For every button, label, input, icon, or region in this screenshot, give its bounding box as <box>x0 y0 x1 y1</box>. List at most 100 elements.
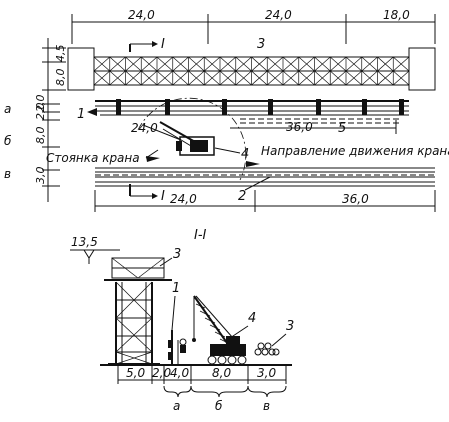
plan-callout-2: 2 <box>238 189 246 204</box>
truss-brace <box>251 70 268 86</box>
section-dim-1: 5,0 <box>126 366 145 380</box>
truss-brace <box>361 70 378 86</box>
row-letter-a: а <box>4 102 11 116</box>
zone-brackets: а б в <box>163 385 287 413</box>
top-dim-2: 24,0 <box>265 8 292 22</box>
truss-brace <box>125 56 142 72</box>
section-dim-4: 8,0 <box>212 366 231 380</box>
truss-brace <box>361 56 378 72</box>
truss-brace <box>330 70 347 86</box>
left-dim-upper: 4,5 <box>54 45 67 63</box>
row-letter-b: б <box>4 134 12 148</box>
truss-brace <box>188 70 205 86</box>
section-stack <box>254 342 280 356</box>
support-right <box>408 47 436 91</box>
section-marker-top: I <box>129 37 165 52</box>
row-dim-a2: 2,0 <box>34 103 47 121</box>
truss-brace <box>219 56 236 72</box>
truss-brace <box>298 56 315 72</box>
truss-brace <box>345 56 362 72</box>
truss-brace <box>172 56 189 72</box>
bottom-dimension-line: 24,0 36,0 <box>94 190 436 212</box>
crane-track <box>95 167 435 187</box>
row-dim-b: 8,0 <box>34 127 47 145</box>
elevation-value: 13,5 <box>71 235 98 249</box>
truss-brace <box>156 70 173 86</box>
truss-plan <box>93 56 410 86</box>
radius-dim: 24,0 <box>131 121 158 135</box>
section-view: I-I 13,5 3 <box>70 228 294 413</box>
truss-brace <box>298 70 315 86</box>
top-dim-1: 24,0 <box>128 8 155 22</box>
truss-brace <box>267 56 284 72</box>
section-callout-1: 1 <box>172 281 180 296</box>
row-dim-c: 3,0 <box>34 167 47 185</box>
truss-brace <box>219 70 236 86</box>
section-callout-3b: 3 <box>286 319 294 334</box>
section-dim-3: 4,0 <box>170 366 189 380</box>
crane-stop-label: Стоянка крана <box>46 151 140 165</box>
truss-brace <box>251 56 268 72</box>
section-post <box>168 330 187 364</box>
truss-brace <box>235 56 252 72</box>
top-dim-3: 18,0 <box>383 8 410 22</box>
plan-callout-4: 4 <box>241 147 249 162</box>
truss-brace <box>204 70 221 86</box>
truss-brace <box>188 56 205 72</box>
section-title: I-I <box>194 228 207 243</box>
truss-brace <box>282 56 299 72</box>
left-dimension-line: 4,5 8,0 2,0 2,0 8,0 3,0 а б в <box>4 38 67 202</box>
support-left <box>67 47 95 91</box>
row-dim-a1: 2,0 <box>34 95 47 113</box>
plan-view: 24,0 24,0 18,0 I 3 4,5 8,0 2,0 <box>4 8 449 212</box>
tower-support <box>108 281 160 365</box>
truss-brace <box>235 70 252 86</box>
truss-brace <box>125 70 142 86</box>
truss-brace <box>393 56 410 72</box>
elevation-mark: 13,5 <box>70 235 120 264</box>
zone-letter-a: а <box>173 399 180 413</box>
truss-brace <box>377 70 394 86</box>
bottom-dim-2: 36,0 <box>342 192 369 206</box>
crane-side-view <box>192 295 247 365</box>
section-dim-2: 2,0 <box>152 366 171 380</box>
crane-plan <box>159 121 215 156</box>
inner-dim: 36,0 <box>286 120 313 134</box>
truss-brace <box>93 70 110 86</box>
section-callout-4: 4 <box>248 311 256 326</box>
plan-callout-5: 5 <box>338 121 346 136</box>
truss-brace <box>156 56 173 72</box>
crane-working-zone: 24,0 36,0 5 <box>131 97 397 181</box>
truss-brace <box>172 70 189 86</box>
plan-callout-1: 1 <box>77 107 85 122</box>
truss-brace <box>109 56 126 72</box>
truss-brace <box>314 70 331 86</box>
truss-brace <box>204 56 221 72</box>
truss-brace <box>109 70 126 86</box>
row-letter-c: в <box>4 167 11 181</box>
section-bottom-dims: 5,0 2,0 4,0 8,0 3,0 <box>117 366 287 384</box>
direction-label: Направление движения крана <box>261 144 449 158</box>
stacked-members <box>95 99 409 124</box>
section-mark-top: I <box>161 37 165 52</box>
section-mark-bottom: I <box>161 189 165 204</box>
truss-brace <box>330 56 347 72</box>
left-dim-lower: 8,0 <box>54 69 67 87</box>
section-truss <box>104 257 172 281</box>
truss-callout: 3 <box>257 37 265 52</box>
section-marker-bottom: I <box>129 184 165 204</box>
section-dim-5: 3,0 <box>257 366 276 380</box>
zone-letter-c: в <box>263 399 270 413</box>
truss-brace <box>141 56 158 72</box>
truss-brace <box>141 70 158 86</box>
top-dimension-line: 24,0 24,0 18,0 <box>71 8 436 44</box>
truss-brace <box>267 70 284 86</box>
bottom-dim-1: 24,0 <box>170 192 197 206</box>
truss-brace <box>377 56 394 72</box>
truss-brace <box>345 70 362 86</box>
zone-letter-b: б <box>215 399 223 413</box>
truss-brace <box>93 56 110 72</box>
section-callout-3a: 3 <box>173 247 181 262</box>
truss-brace <box>314 56 331 72</box>
